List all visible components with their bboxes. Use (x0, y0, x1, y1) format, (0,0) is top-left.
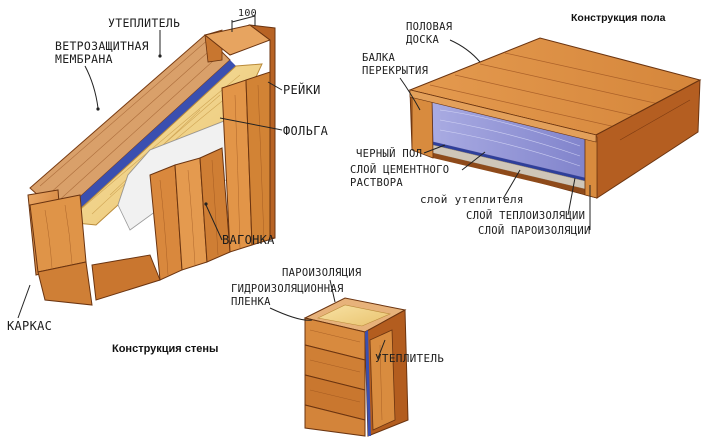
wall-drawing: 100 (27, 8, 276, 306)
label-cement-line2: РАСТВОРА (350, 177, 403, 189)
wall-dimension: 100 (231, 8, 257, 32)
floor-membrane-line (433, 142, 585, 181)
label-thermal-layer: СЛОЙ ТЕПЛОИЗОЛЯЦИИ (466, 209, 585, 222)
label-floorboard-line1: ПОЛОВАЯ (406, 21, 452, 33)
label-frame: КАРКАС (7, 319, 52, 333)
label-lining: ВАГОНКА (222, 233, 275, 247)
detail-labels: ПАРОИЗОЛЯЦИЯ ГИДРОИЗОЛЯЦИОННАЯ ПЛЕНКА УТ… (231, 267, 444, 365)
label-battens: РЕЙКИ (283, 82, 321, 97)
label-detail-vapor: ПАРОИЗОЛЯЦИЯ (282, 267, 361, 279)
label-vapor-layer: СЛОЙ ПАРОИЗОЛЯЦИИ (478, 224, 591, 237)
label-subfloor: ЧЕРНЫЙ ПОЛ (356, 147, 422, 160)
label-beam-line2: ПЕРЕКРЫТИЯ (362, 65, 428, 77)
label-cement-line1: СЛОЙ ЦЕМЕНТНОГО (350, 163, 449, 176)
wall-title: Конструкция стены (112, 343, 218, 355)
wall-labels: УТЕПЛИТЕЛЬ ВЕТРОЗАЩИТНАЯ МЕМБРАНА РЕЙКИ … (7, 16, 329, 355)
detail-left-face (304, 317, 366, 437)
detail-membrane (365, 330, 371, 436)
wall-dimension-value: 100 (238, 8, 257, 19)
floor-drawing (408, 37, 702, 199)
label-insulation-layer: слой утеплителя (420, 193, 524, 206)
label-insulation: УТЕПЛИТЕЛЬ (108, 16, 180, 30)
label-membrane-line2: МЕМБРАНА (55, 52, 113, 66)
wall-side-edge (248, 24, 276, 239)
floor-beam-right (584, 134, 598, 199)
label-floorboard-line2: ДОСКА (406, 34, 439, 46)
detail-right-lining (369, 329, 396, 431)
floor-labels: Конструкция пола ПОЛОВАЯ ДОСКА БАЛКА ПЕР… (350, 12, 666, 237)
label-detail-waterproof-line1: ГИДРОИЗОЛЯЦИОННАЯ (231, 283, 344, 295)
floor-top-board-section (409, 89, 597, 143)
label-detail-waterproof-line2: ПЛЕНКА (231, 296, 271, 308)
label-foil: ФОЛЬГА (283, 124, 329, 138)
label-beam-line1: БАЛКА (362, 52, 395, 64)
detail-insulation-top (317, 304, 392, 327)
corner-detail-drawing (303, 297, 409, 437)
wall-membrane-edge (60, 60, 236, 222)
floor-title: Конструкция пола (571, 12, 666, 24)
label-detail-insulation: УТЕПЛИТЕЛЬ (375, 352, 444, 365)
label-membrane-line1: ВЕТРОЗАЩИТНАЯ (55, 39, 149, 53)
